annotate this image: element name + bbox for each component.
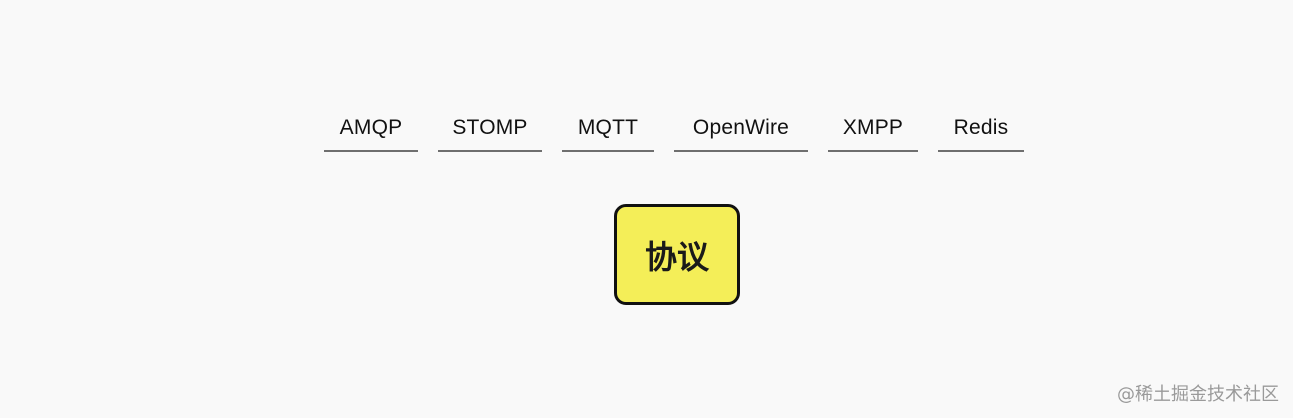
protocol-label-openwire: OpenWire xyxy=(674,112,808,152)
protocol-label-stomp: STOMP xyxy=(438,112,542,152)
protocol-label-mqtt: MQTT xyxy=(562,112,654,152)
protocol-label-xmpp: XMPP xyxy=(828,112,918,152)
protocol-category-label: 协议 xyxy=(644,237,709,276)
protocol-label-redis: Redis xyxy=(938,112,1024,152)
protocol-label-amqp: AMQP xyxy=(324,112,418,152)
watermark: @稀土掘金技术社区 xyxy=(1117,384,1279,405)
protocol-category-box: 协议 xyxy=(614,204,740,305)
